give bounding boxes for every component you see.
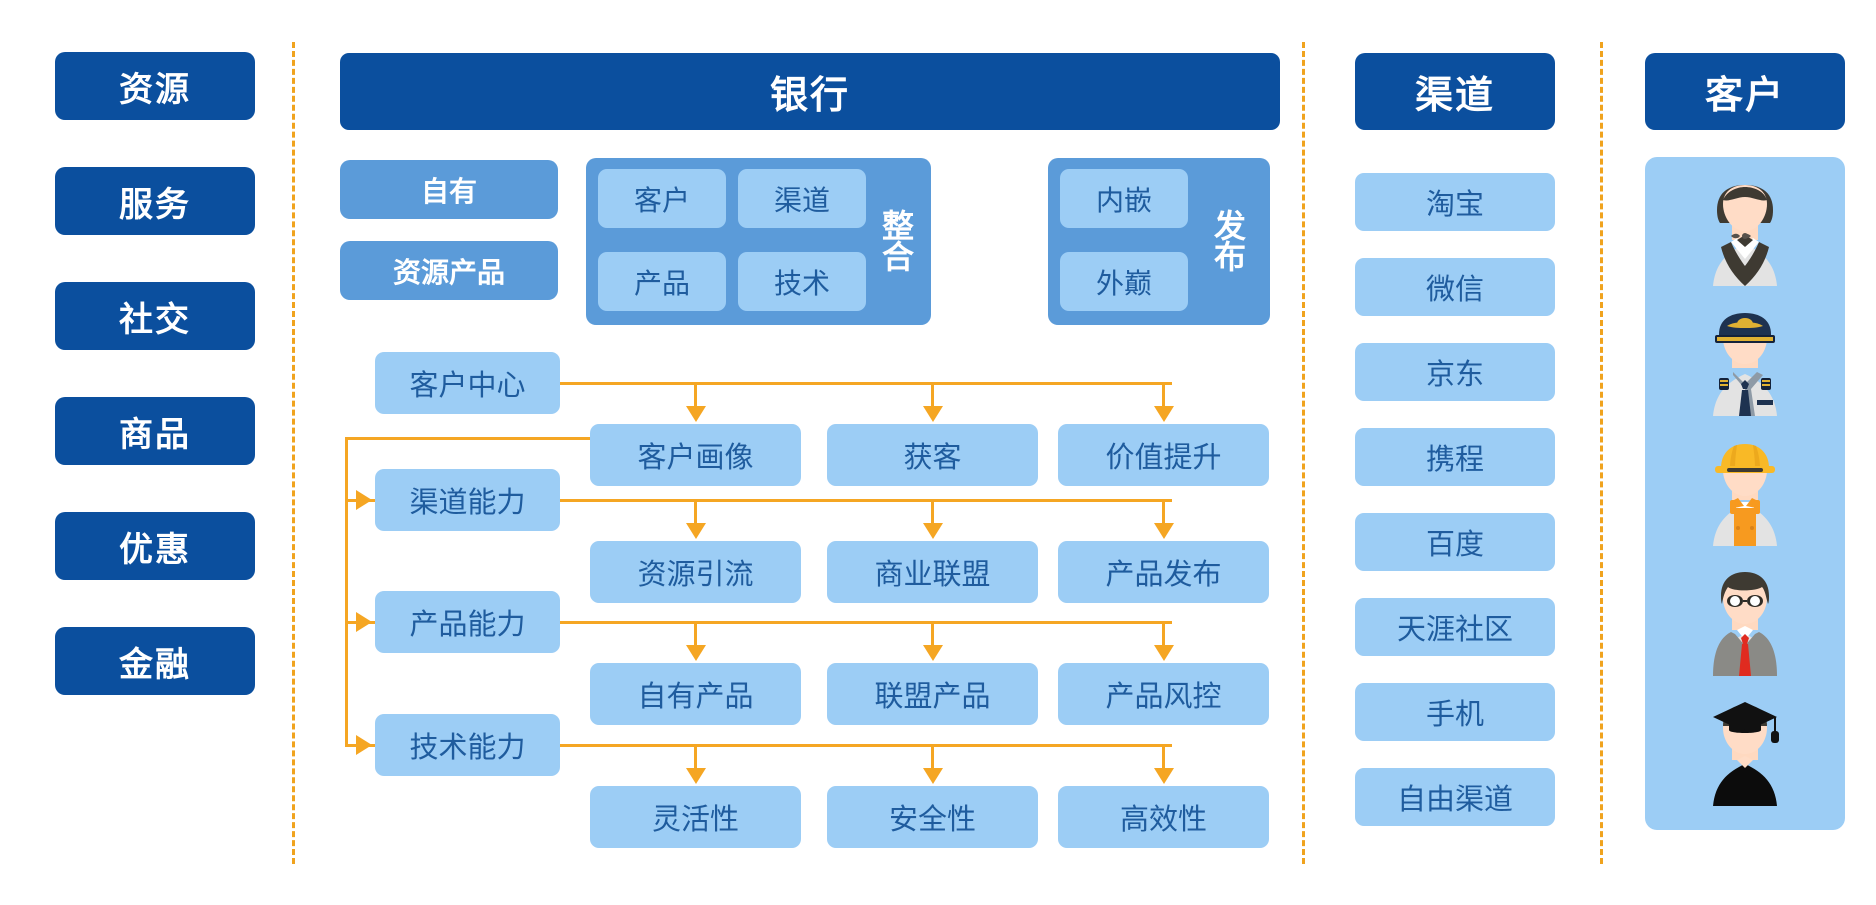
channel-header-title: 渠道 bbox=[1355, 53, 1555, 130]
flow-1-hline bbox=[560, 499, 1172, 502]
flow-1-arrow-0 bbox=[686, 523, 706, 539]
integrate-item-2[interactable]: 产品 bbox=[598, 252, 726, 311]
divider-mid bbox=[1302, 42, 1305, 864]
flow-3-target-1[interactable]: 安全性 bbox=[827, 786, 1038, 848]
flow-0-arrow-1 bbox=[923, 406, 943, 422]
flow-0-arrow-0 bbox=[686, 406, 706, 422]
integrate-item-3[interactable]: 技术 bbox=[738, 252, 866, 311]
channel-item-3[interactable]: 携程 bbox=[1355, 428, 1555, 486]
flow-3-in-line bbox=[345, 744, 375, 747]
bank-header-title: 银行 bbox=[340, 53, 1280, 130]
publish-vertical-label: 发 布 bbox=[1206, 192, 1254, 292]
flow-2-arrow-0 bbox=[686, 645, 706, 661]
flow-2-drop-1 bbox=[931, 621, 934, 649]
own-item-1[interactable]: 资源产品 bbox=[340, 241, 558, 300]
taxonomy-item-1[interactable]: 服务 bbox=[55, 167, 255, 235]
flow-0-drop-2 bbox=[1162, 382, 1165, 410]
taxonomy-item-0[interactable]: 资源 bbox=[55, 52, 255, 120]
integrate-vertical-char-0: 整 bbox=[881, 207, 914, 244]
channel-item-0[interactable]: 淘宝 bbox=[1355, 173, 1555, 231]
flow-2-drop-0 bbox=[694, 621, 697, 649]
flow-1-drop-2 bbox=[1162, 499, 1165, 527]
flow-3-drop-2 bbox=[1162, 744, 1165, 772]
own-item-0[interactable]: 自有 bbox=[340, 160, 558, 219]
integrate-vertical-char-1: 合 bbox=[881, 239, 914, 275]
channel-item-1[interactable]: 微信 bbox=[1355, 258, 1555, 316]
flow-2-arrow-2 bbox=[1154, 645, 1174, 661]
flow-0-drop-1 bbox=[931, 382, 934, 410]
flow-3-arrow-1 bbox=[923, 768, 943, 784]
channel-item-4[interactable]: 百度 bbox=[1355, 513, 1555, 571]
capability-box-0[interactable]: 客户中心 bbox=[375, 352, 560, 414]
flow-trunk-line bbox=[345, 437, 348, 745]
publish-item-0[interactable]: 内嵌 bbox=[1060, 169, 1188, 228]
flow-3-arrow-2 bbox=[1154, 768, 1174, 784]
channel-item-2[interactable]: 京东 bbox=[1355, 343, 1555, 401]
channel-item-6[interactable]: 手机 bbox=[1355, 683, 1555, 741]
integrate-group: 客户 渠道 产品 技术 整 合 bbox=[586, 158, 931, 325]
pilot-avatar-icon bbox=[1657, 308, 1833, 416]
flow-trunk-top-stub bbox=[345, 437, 591, 440]
publish-group: 内嵌 外巅 发 布 bbox=[1048, 158, 1270, 325]
integrate-item-0[interactable]: 客户 bbox=[598, 169, 726, 228]
flow-3-hline bbox=[560, 744, 1172, 747]
capability-box-2[interactable]: 产品能力 bbox=[375, 591, 560, 653]
flow-1-in-line bbox=[345, 499, 375, 502]
flow-0-target-1[interactable]: 获客 bbox=[827, 424, 1038, 486]
flow-0-arrow-2 bbox=[1154, 406, 1174, 422]
flow-2-in-line bbox=[345, 621, 375, 624]
flow-3-target-2[interactable]: 高效性 bbox=[1058, 786, 1269, 848]
flow-0-target-2[interactable]: 价值提升 bbox=[1058, 424, 1269, 486]
flow-1-target-0[interactable]: 资源引流 bbox=[590, 541, 801, 603]
publish-item-1[interactable]: 外巅 bbox=[1060, 252, 1188, 311]
customer-header-title: 客户 bbox=[1645, 53, 1845, 130]
divider-right bbox=[1600, 42, 1603, 864]
taxonomy-item-3[interactable]: 商品 bbox=[55, 397, 255, 465]
flow-2-target-1[interactable]: 联盟产品 bbox=[827, 663, 1038, 725]
capability-box-3[interactable]: 技术能力 bbox=[375, 714, 560, 776]
flow-0-target-0[interactable]: 客户画像 bbox=[590, 424, 801, 486]
flow-3-drop-0 bbox=[694, 744, 697, 772]
publish-vertical-char-1: 布 bbox=[1213, 239, 1246, 275]
channel-item-7[interactable]: 自由渠道 bbox=[1355, 768, 1555, 826]
flow-0-hline bbox=[560, 382, 1172, 385]
publish-vertical-char-0: 发 bbox=[1213, 207, 1246, 244]
flow-1-drop-1 bbox=[931, 499, 934, 527]
flow-3-drop-1 bbox=[931, 744, 934, 772]
taxonomy-item-2[interactable]: 社交 bbox=[55, 282, 255, 350]
taxonomy-item-4[interactable]: 优惠 bbox=[55, 512, 255, 580]
graduate-avatar-icon bbox=[1657, 698, 1833, 806]
capability-box-1[interactable]: 渠道能力 bbox=[375, 469, 560, 531]
flow-1-target-2[interactable]: 产品发布 bbox=[1058, 541, 1269, 603]
divider-left bbox=[292, 42, 295, 864]
flow-3-target-0[interactable]: 灵活性 bbox=[590, 786, 801, 848]
flow-3-arrow-0 bbox=[686, 768, 706, 784]
flow-2-target-0[interactable]: 自有产品 bbox=[590, 663, 801, 725]
flow-2-arrow-1 bbox=[923, 645, 943, 661]
flow-1-drop-0 bbox=[694, 499, 697, 527]
waiter-avatar-icon bbox=[1657, 178, 1833, 286]
flow-1-target-1[interactable]: 商业联盟 bbox=[827, 541, 1038, 603]
channel-item-5[interactable]: 天涯社区 bbox=[1355, 598, 1555, 656]
flow-0-drop-0 bbox=[694, 382, 697, 410]
flow-2-drop-2 bbox=[1162, 621, 1165, 649]
flow-1-arrow-1 bbox=[923, 523, 943, 539]
worker-avatar-icon bbox=[1657, 438, 1833, 546]
taxonomy-item-5[interactable]: 金融 bbox=[55, 627, 255, 695]
flow-2-target-2[interactable]: 产品风控 bbox=[1058, 663, 1269, 725]
flow-1-arrow-2 bbox=[1154, 523, 1174, 539]
integrate-item-1[interactable]: 渠道 bbox=[738, 169, 866, 228]
integrate-vertical-label: 整 合 bbox=[874, 192, 922, 292]
businessman-avatar-icon bbox=[1657, 568, 1833, 676]
flow-2-hline bbox=[560, 621, 1172, 624]
